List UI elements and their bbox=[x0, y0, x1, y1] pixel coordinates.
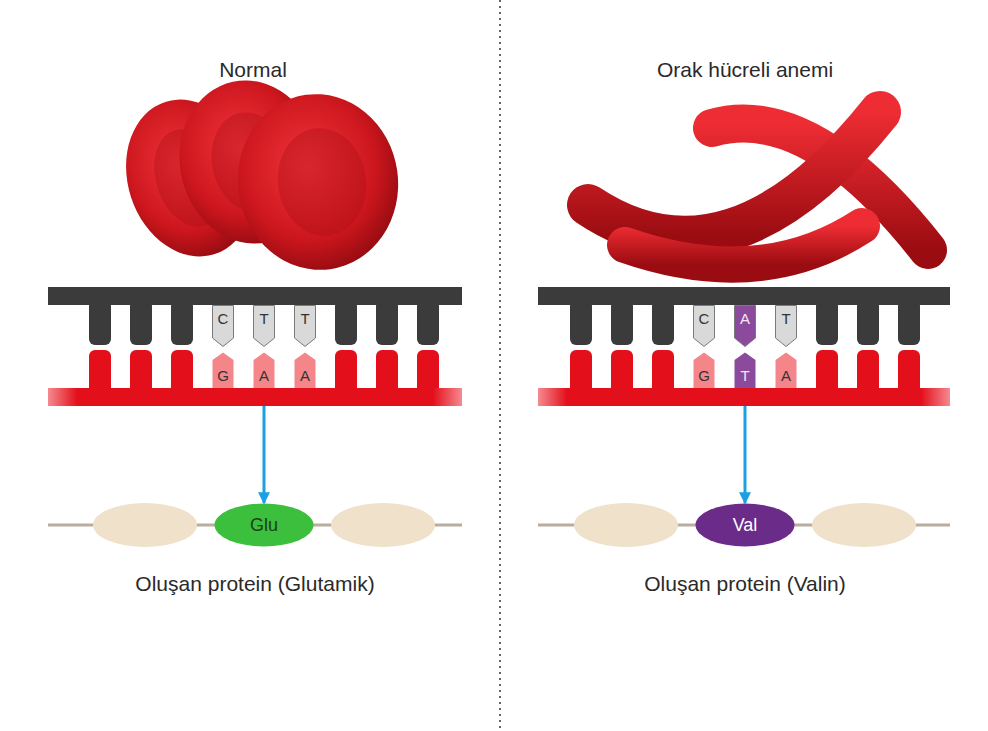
dna-base bbox=[816, 300, 838, 345]
amino-acid bbox=[331, 503, 435, 547]
oval-shape bbox=[215, 504, 314, 547]
oval-shape bbox=[696, 504, 795, 547]
tile-shape bbox=[735, 306, 756, 347]
base-letter: G bbox=[217, 367, 229, 384]
base-letter: A bbox=[259, 367, 269, 384]
dna-base bbox=[335, 300, 357, 345]
amino-acid-name: Val bbox=[733, 515, 758, 536]
amino-acid-oval: Glu bbox=[214, 503, 314, 547]
base-tile: T bbox=[294, 305, 316, 347]
red-cell bbox=[227, 84, 410, 281]
dna-base bbox=[611, 300, 633, 345]
mutated-base-tile: A bbox=[734, 305, 756, 347]
normal-cells bbox=[106, 67, 409, 280]
tile-shape bbox=[694, 353, 715, 389]
base-tile: G bbox=[212, 352, 234, 388]
amino-acid bbox=[93, 503, 197, 547]
base-letter: A bbox=[740, 310, 750, 327]
base-letter: T bbox=[300, 310, 309, 327]
dna-base bbox=[171, 300, 193, 345]
base-letter: C bbox=[699, 310, 710, 327]
tile-shape bbox=[213, 353, 234, 389]
tile-shape bbox=[776, 353, 797, 389]
cell-dimple bbox=[271, 122, 373, 241]
base-tile: C bbox=[212, 305, 234, 347]
tile-shape bbox=[295, 306, 316, 347]
dna-backbone bbox=[48, 388, 462, 406]
base-letter: C bbox=[218, 310, 229, 327]
mutated-base-tile: T bbox=[734, 352, 756, 388]
tile-shape bbox=[254, 353, 275, 389]
amino-acid bbox=[812, 503, 916, 547]
protein-caption: Oluşan protein (Glutamik) bbox=[135, 572, 374, 596]
base-tile: C bbox=[693, 305, 715, 347]
panel-divider bbox=[499, 0, 501, 731]
dna-base bbox=[376, 300, 398, 345]
sickle-cells bbox=[588, 112, 928, 265]
base-tile: A bbox=[294, 352, 316, 388]
dna-base bbox=[570, 300, 592, 345]
dna-base bbox=[130, 300, 152, 345]
protein-caption: Oluşan protein (Valin) bbox=[644, 572, 846, 596]
amino-acid-oval: Val bbox=[695, 503, 795, 547]
panel-heading: Normal bbox=[219, 58, 287, 82]
amino-acid-name: Glu bbox=[250, 515, 278, 536]
panel-heading: Orak hücreli anemi bbox=[657, 58, 833, 82]
tile-shape bbox=[254, 306, 275, 347]
base-letter: A bbox=[781, 367, 791, 384]
tile-shape bbox=[694, 306, 715, 347]
base-letter: A bbox=[300, 367, 310, 384]
base-tile: T bbox=[253, 305, 275, 347]
dna-base bbox=[417, 300, 439, 345]
dna-base bbox=[89, 300, 111, 345]
base-tile: T bbox=[775, 305, 797, 347]
dna-base bbox=[857, 300, 879, 345]
base-letter: T bbox=[740, 367, 749, 384]
base-letter: T bbox=[259, 310, 268, 327]
base-tile: G bbox=[693, 352, 715, 388]
sickle-cell bbox=[625, 226, 862, 265]
tile-shape bbox=[776, 306, 797, 347]
tile-shape bbox=[295, 353, 316, 389]
dna-backbone bbox=[48, 287, 462, 305]
sickle-cell bbox=[588, 112, 880, 237]
tile-shape bbox=[735, 353, 756, 389]
dna-base bbox=[652, 300, 674, 345]
tile-shape bbox=[213, 306, 234, 347]
amino-acid bbox=[574, 503, 678, 547]
dna-backbone bbox=[538, 287, 950, 305]
base-letter: G bbox=[698, 367, 710, 384]
dna-base bbox=[898, 300, 920, 345]
base-letter: T bbox=[781, 310, 790, 327]
dna-backbone bbox=[538, 388, 950, 406]
base-tile: A bbox=[775, 352, 797, 388]
base-tile: A bbox=[253, 352, 275, 388]
